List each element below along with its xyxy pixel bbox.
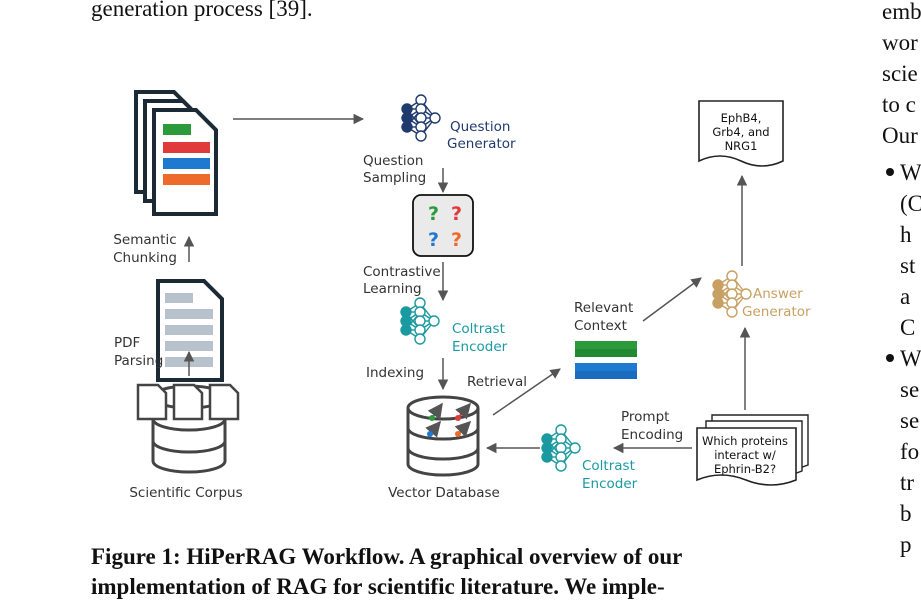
label-question-sampling-2: Sampling xyxy=(363,170,426,186)
answer-line-2: Grb4, and xyxy=(712,125,769,139)
bullet-dot xyxy=(886,354,894,362)
label-relevant: Relevant xyxy=(574,300,633,316)
bullet-dot xyxy=(886,168,894,176)
right-line-5: Our xyxy=(882,123,918,148)
label-encoding: Encoding xyxy=(621,427,683,443)
label-chunking: Chunking xyxy=(113,250,177,266)
label-question: Question xyxy=(450,119,510,135)
pdf-document-icon xyxy=(156,279,224,382)
label-contrastive: Contrastive xyxy=(363,264,441,280)
right-line-1: emb xyxy=(882,0,921,24)
label-answer: Answer xyxy=(753,286,803,302)
label-coltrast-bottom: Coltrast xyxy=(582,458,635,474)
query-line-2: interact w/ xyxy=(714,448,776,462)
label-coltrast-top: Coltrast xyxy=(452,321,505,337)
relevant-context-chunks-icon xyxy=(575,341,637,379)
coltrast-encoder-bottom-nn-icon xyxy=(541,424,581,472)
label-scientific-corpus: Scientific Corpus xyxy=(129,485,242,501)
arrow-context-to-answer xyxy=(642,277,702,322)
label-prompt: Prompt xyxy=(621,409,669,425)
scientific-corpus-database-icon xyxy=(136,383,240,474)
label-indexing: Indexing xyxy=(366,365,424,381)
svg-text:?: ? xyxy=(428,229,439,251)
right-column-cropped: emb wor scie to c Our W (C h st a C W se… xyxy=(882,0,921,560)
right-bullet-1: W (C h st a C xyxy=(882,157,921,343)
preceding-paragraph-end: generation process [39]. xyxy=(91,0,313,21)
workflow-diagram: Semantic Chunking PDF Parsing Scientific… xyxy=(113,90,811,501)
label-semantic: Semantic xyxy=(113,232,176,248)
answer-line-3: NRG1 xyxy=(725,139,758,153)
answer-generator-nn-icon xyxy=(712,270,752,318)
label-pdf: PDF xyxy=(114,335,140,351)
sampled-questions-icon: ? ? ? ? xyxy=(412,194,474,257)
label-generator: Generator xyxy=(447,136,516,152)
label-parsing: Parsing xyxy=(114,353,163,369)
svg-text:?: ? xyxy=(451,203,462,225)
query-line-3: Ephrin-B2? xyxy=(714,462,776,476)
coltrast-encoder-nn-icon xyxy=(400,297,440,345)
answer-line-1: EphB4, xyxy=(721,111,762,125)
question-generator-nn-icon xyxy=(401,94,441,142)
label-encoder-top: Encoder xyxy=(452,339,508,355)
label-answer-generator: Generator xyxy=(742,304,811,320)
figure-caption: Figure 1: HiPerRAG Workflow. A graphical… xyxy=(91,544,682,599)
label-vector-database: Vector Database xyxy=(388,485,500,501)
label-learning: Learning xyxy=(363,281,422,297)
vector-database-icon xyxy=(406,395,480,477)
right-line-3: scie xyxy=(882,61,918,86)
query-document-icon: Which proteins interact w/ Ephrin-B2? xyxy=(696,414,809,486)
label-retrieval: Retrieval xyxy=(467,374,527,390)
label-question-sampling-1: Question xyxy=(363,153,423,169)
chunked-documents-icon xyxy=(134,90,218,216)
label-context: Context xyxy=(574,318,627,334)
answer-document-icon: EphB4, Grb4, and NRG1 xyxy=(698,100,784,167)
right-line-2: wor xyxy=(882,30,918,55)
svg-text:?: ? xyxy=(451,229,462,251)
arrow-retrieval xyxy=(492,368,561,416)
svg-text:?: ? xyxy=(428,203,439,225)
right-bullet-2: W se se fo tr b p xyxy=(882,343,921,560)
right-line-4: to c xyxy=(882,92,916,117)
query-line-1: Which proteins xyxy=(702,434,788,448)
label-encoder-bottom: Encoder xyxy=(582,476,638,492)
